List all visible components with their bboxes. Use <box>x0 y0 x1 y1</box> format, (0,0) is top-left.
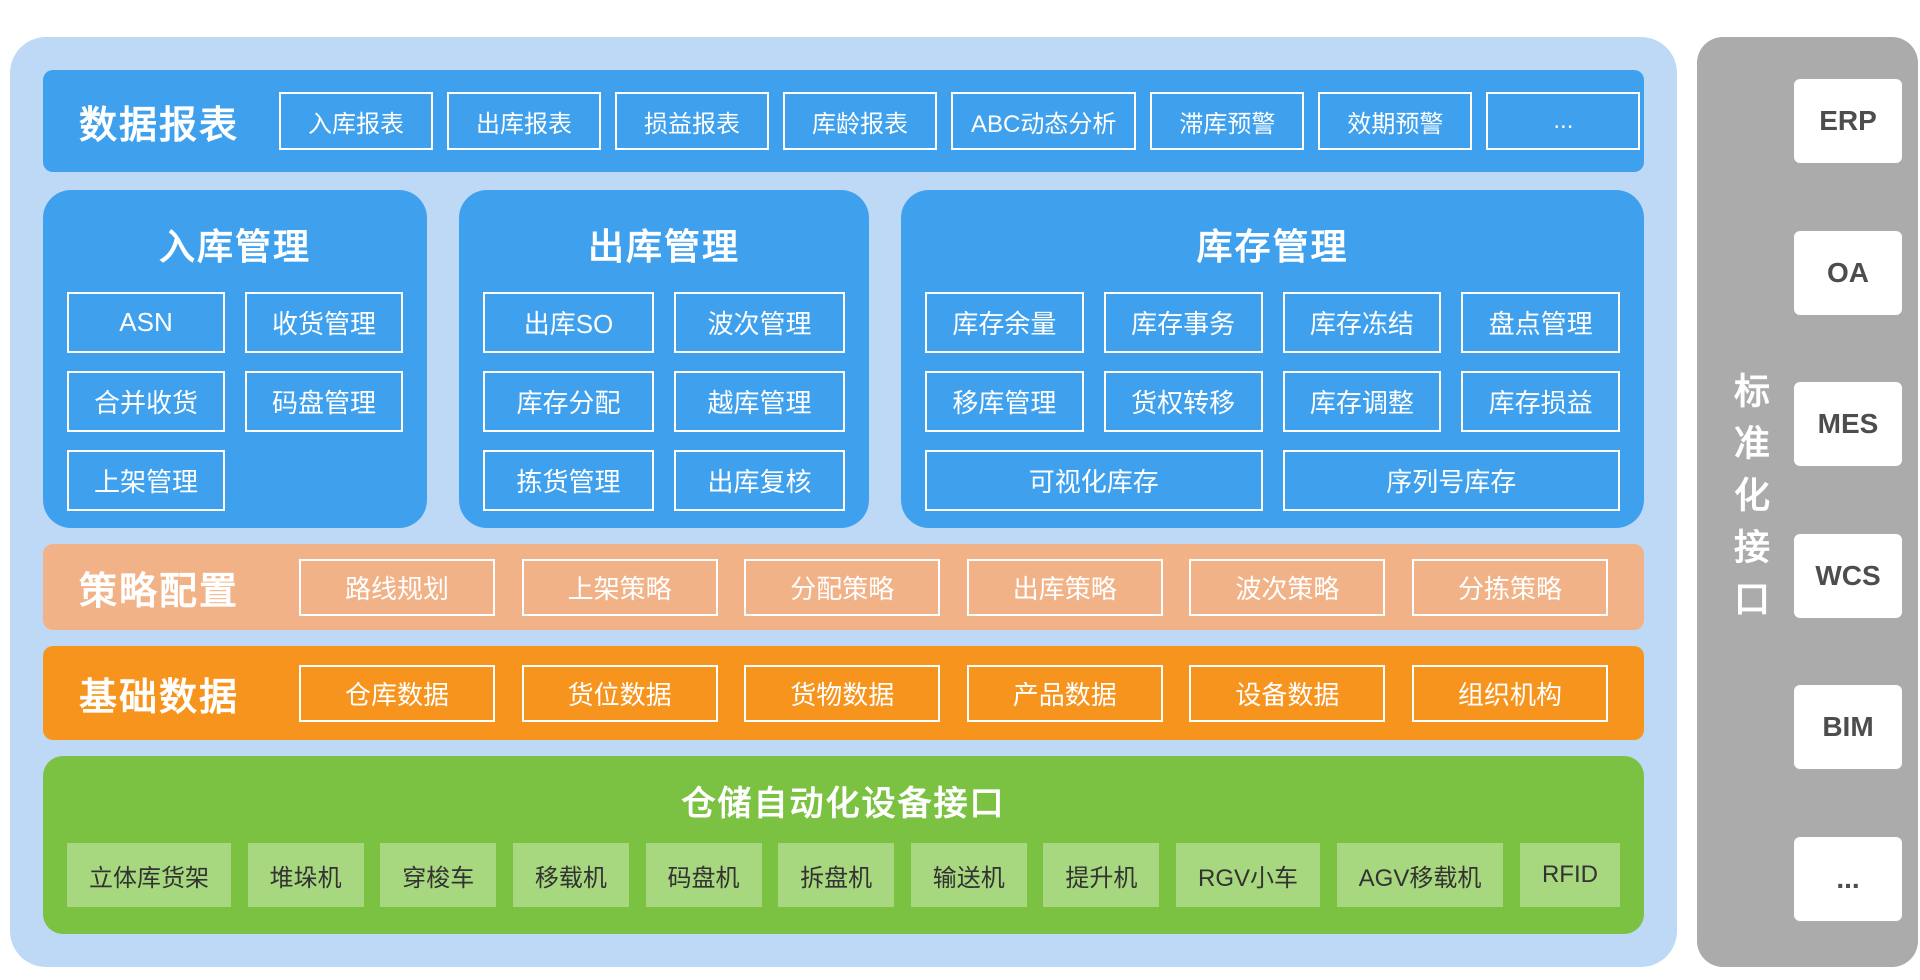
inventory-item: 库存余量 <box>925 292 1084 353</box>
inbound-panel-title: 入库管理 <box>158 226 311 267</box>
inbound-items-grid: ASN 收货管理合并收货码盘管理上架管理 <box>67 292 403 511</box>
standard-interface-title: 标准化接口 <box>1729 372 1770 632</box>
report-item: 出库报表 <box>447 92 602 150</box>
interface-item: BIM <box>1794 685 1902 770</box>
strategy-item: 上架策略 <box>521 558 718 616</box>
automation-item: 立体库货架 <box>67 843 231 907</box>
strategy-item: 波次策略 <box>1189 558 1386 616</box>
strategy-item: 分拣策略 <box>1411 558 1608 616</box>
inventory-item: 库存事务 <box>1103 292 1263 353</box>
inventory-panel-title: 库存管理 <box>1196 226 1349 267</box>
report-item: 效期预警 <box>1318 92 1473 150</box>
inbound-item: 合并收货 <box>67 371 225 432</box>
inbound-item: 码盘管理 <box>245 371 403 432</box>
outbound-panel-title: 出库管理 <box>587 226 740 267</box>
basic-data-item: 组织机构 <box>1411 664 1608 722</box>
automation-item: RGV小车 <box>1176 843 1321 907</box>
data-reports-title: 数据报表 <box>79 104 240 147</box>
standard-interface-panel: 标准化接口 ERP OA MES WCS BIM... <box>1697 37 1918 967</box>
report-item: 入库报表 <box>279 92 434 150</box>
inventory-item: 库存损益 <box>1461 371 1620 432</box>
standard-interface-items: ERP OA MES WCS BIM... <box>1775 37 1918 967</box>
inbound-item: 收货管理 <box>245 292 403 353</box>
inventory-wide-items-grid: 可视化库存序列号库存 <box>925 450 1620 511</box>
outbound-management-panel: 出库管理 出库SO 波次管理库存分配越库管理拣货管理出库复核 <box>459 190 869 528</box>
basic-data-band: 基础数据 仓库数据货位数据货物数据产品数据设备数据组织机构 <box>43 646 1644 740</box>
inbound-item: 上架管理 <box>67 450 225 511</box>
inventory-item: 货权转移 <box>1103 371 1263 432</box>
automation-item: 拆盘机 <box>778 843 895 907</box>
report-item: 滞库预警 <box>1150 92 1305 150</box>
automation-item: AGV移载机 <box>1336 843 1504 907</box>
inventory-item: 库存调整 <box>1282 371 1442 432</box>
basic-data-title: 基础数据 <box>79 676 240 719</box>
basic-data-item: 货物数据 <box>744 664 941 722</box>
outbound-item: 出库SO <box>483 292 654 353</box>
inventory-item: 库存冻结 <box>1282 292 1442 353</box>
outbound-items-grid: 出库SO 波次管理库存分配越库管理拣货管理出库复核 <box>483 292 845 511</box>
automation-panel-title: 仓储自动化设备接口 <box>681 785 1006 823</box>
interface-item: ... <box>1794 836 1902 921</box>
inventory-wide-item: 序列号库存 <box>1282 450 1620 511</box>
strategy-config-band: 策略配置 路线规划上架策略分配策略出库策略波次策略分拣策略 <box>43 544 1644 630</box>
automation-item: 移载机 <box>512 843 629 907</box>
basic-data-item: 货位数据 <box>521 664 718 722</box>
report-item: 损益报表 <box>615 92 770 150</box>
automation-item: 穿梭车 <box>380 843 497 907</box>
outbound-item: 波次管理 <box>674 292 845 353</box>
inventory-item: 盘点管理 <box>1461 292 1620 353</box>
interface-item: WCS <box>1794 533 1902 618</box>
automation-item: RFID <box>1519 843 1620 907</box>
basic-data-item: 仓库数据 <box>299 664 496 722</box>
automation-item: 堆垛机 <box>247 843 364 907</box>
outbound-item: 拣货管理 <box>483 450 654 511</box>
outbound-item: 越库管理 <box>674 371 845 432</box>
interface-item: ERP <box>1794 79 1902 163</box>
strategy-items: 路线规划上架策略分配策略出库策略波次策略分拣策略 <box>299 558 1608 616</box>
inventory-items-grid: 库存余量库存事务库存冻结盘点管理移库管理货权转移库存调整库存损益 <box>925 292 1620 432</box>
strategy-item: 分配策略 <box>744 558 941 616</box>
automation-item: 提升机 <box>1043 843 1160 907</box>
report-item: ABC动态分析 <box>951 92 1137 150</box>
inventory-management-panel: 库存管理 库存余量库存事务库存冻结盘点管理移库管理货权转移库存调整库存损益 可视… <box>901 190 1644 528</box>
report-item: ... <box>1486 92 1641 150</box>
interface-item: OA <box>1794 230 1902 315</box>
basic-data-item: 设备数据 <box>1189 664 1386 722</box>
inbound-management-panel: 入库管理 ASN 收货管理合并收货码盘管理上架管理 <box>43 190 427 528</box>
strategy-item: 出库策略 <box>966 558 1163 616</box>
basic-data-item: 产品数据 <box>966 664 1163 722</box>
outbound-item: 库存分配 <box>483 371 654 432</box>
automation-item: 码盘机 <box>645 843 762 907</box>
strategy-config-title: 策略配置 <box>79 570 240 613</box>
inventory-item: 移库管理 <box>925 371 1084 432</box>
interface-item: MES <box>1794 382 1902 467</box>
basic-data-items: 仓库数据货位数据货物数据产品数据设备数据组织机构 <box>299 664 1608 722</box>
automation-item: 输送机 <box>910 843 1027 907</box>
strategy-item: 路线规划 <box>299 558 496 616</box>
inventory-wide-item: 可视化库存 <box>925 450 1263 511</box>
report-item: 库龄报表 <box>783 92 938 150</box>
outbound-item: 出库复核 <box>674 450 845 511</box>
inbound-item: ASN <box>67 292 225 353</box>
